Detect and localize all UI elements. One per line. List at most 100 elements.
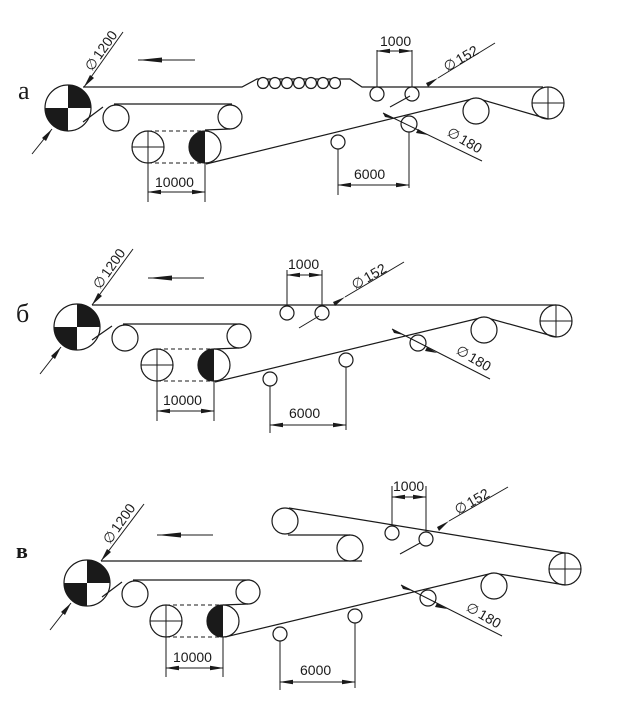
dim-line-180 [400,584,503,637]
return-belt [224,572,566,638]
small-roll [404,86,420,102]
support-roll [347,608,363,624]
svg-text:∅1200: ∅1200 [81,27,120,73]
panel-label-b: б [16,299,29,328]
take-up-belt [213,347,240,350]
dim-line-152 [344,261,405,298]
support-roll [272,626,288,642]
direction-arrow-head [157,532,181,538]
svg-text:∅180: ∅180 [445,124,486,157]
support-roll [400,115,418,133]
dim-line-152 [437,42,496,79]
dim-label-152: ∅152 [349,260,390,293]
tension-drum-start [197,348,231,382]
svg-text:∅1200: ∅1200 [89,245,128,291]
dim-label-180: ∅180 [454,342,495,375]
dim-line-152-lower [389,95,411,108]
dim-label-180: ∅180 [445,124,486,157]
panel-label-v: в [16,538,28,563]
drive-drum [63,559,111,607]
dim-label-1000: 1000 [380,33,411,49]
take-up-belt [82,103,232,123]
dim-label-1200: ∅1200 [99,500,138,546]
small-roll [279,305,295,321]
return-belt [214,316,557,383]
drive-drum [53,303,101,351]
dim-label-152: ∅152 [441,42,482,75]
tension-drum-end [140,348,174,382]
svg-text:∅180: ∅180 [454,342,495,375]
panel-a: а ∅1200 [18,27,565,202]
support-roll [409,334,427,352]
panel-v: в ∅1200 1000 ∅152 [16,478,582,690]
take-up-belt [204,128,231,131]
guide-roll [336,534,364,562]
return-belt [205,97,549,165]
dim-label-10000: 10000 [163,392,202,408]
dim-label-10000: 10000 [173,649,212,665]
dim-arrow [426,78,438,87]
guide-roll [271,507,299,535]
guide-roll [235,579,261,605]
support-roll [330,134,346,150]
dim-arrow [435,603,447,609]
take-up-belt [101,579,250,598]
dim-arrow [92,293,102,305]
direction-arrow-head [148,275,172,281]
small-roll [314,305,330,321]
roll-chain [256,76,342,90]
dim-arrow [333,297,345,306]
small-roll [369,86,385,102]
guide-roll [111,324,139,352]
drive-drum [44,84,92,132]
support-roll [338,352,354,368]
small-roll [418,531,434,547]
dim-arrow [425,347,437,353]
dim-line-152-lower [399,542,421,555]
guide-roll [226,323,252,349]
dim-arrow [42,129,52,141]
dim-arrow [401,585,413,591]
dim-line-180 [391,328,491,380]
svg-text:∅152: ∅152 [349,260,390,293]
guide-roll [121,580,149,608]
tail-drum [531,86,565,120]
svg-text:∅152: ∅152 [441,42,482,75]
dim-arrow [61,603,71,615]
tension-drum-start [206,604,240,638]
direction-arrow-head [138,57,162,63]
take-up-belt [91,323,241,341]
svg-text:∅1200: ∅1200 [99,500,138,546]
tension-drum-end [149,604,183,638]
deflect-roll [470,316,498,344]
tension-drum-end [131,130,165,164]
dim-arrow [101,549,111,561]
dim-arrow [84,75,94,87]
panel-b: б ∅1200 1000 ∅152 [16,245,573,433]
dim-label-6000: 6000 [354,166,385,182]
take-up-belt [222,603,249,606]
dim-arrow [437,521,449,531]
dim-label-1000: 1000 [393,478,424,494]
dim-label-1000: 1000 [288,256,319,272]
dim-label-6000: 6000 [289,405,320,421]
small-roll [384,525,400,541]
dim-arrow [392,329,404,335]
dim-label-1200: ∅1200 [89,245,128,291]
svg-text:∅152: ∅152 [452,485,493,518]
tail-drum [539,304,573,338]
guide-roll [217,104,243,130]
upper-belt [288,507,566,554]
dim-line-180 [382,112,483,162]
dim-line-152-lower [298,315,320,329]
guide-roll [102,104,130,132]
tension-drum-start [188,130,222,164]
dim-label-6000: 6000 [300,662,331,678]
panel-label-a: а [18,76,30,105]
deflect-roll [480,572,508,600]
dim-arrow [383,113,395,119]
dim-label-10000: 10000 [155,174,194,190]
dim-label-152: ∅152 [452,485,493,518]
dim-arrow [51,347,61,359]
